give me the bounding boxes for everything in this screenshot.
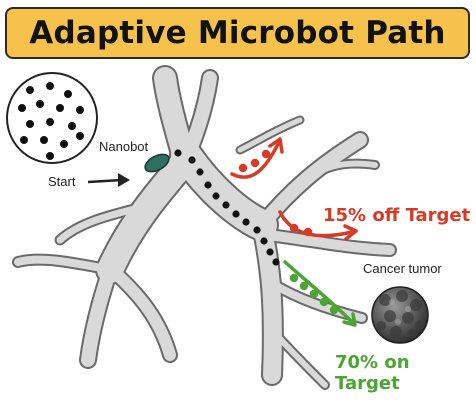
path-dots <box>174 149 280 266</box>
inset-circle <box>6 72 98 164</box>
off-target-arrow-upper <box>230 137 284 179</box>
particle-dots <box>18 82 84 160</box>
cancer-tumor-label: Cancer tumor <box>363 261 442 276</box>
start-arrow <box>87 173 130 187</box>
particle-inset <box>6 72 98 164</box>
off-target-dots-upper <box>238 149 271 173</box>
off-target-label: 15% off Target <box>323 205 471 226</box>
title-banner: Adaptive Microbot Path <box>5 7 470 59</box>
on-target-label: 70% on Target <box>335 352 410 394</box>
nanobot-label: Nanobot <box>99 139 149 154</box>
start-label: Start <box>48 174 76 189</box>
off-target-dots-lower <box>289 223 313 237</box>
cancer-tumor <box>371 286 429 344</box>
on-target-dots <box>289 273 339 315</box>
on-target-arrow <box>283 260 357 327</box>
nanobot-capsule <box>144 153 170 173</box>
page-title: Adaptive Microbot Path <box>29 15 446 51</box>
